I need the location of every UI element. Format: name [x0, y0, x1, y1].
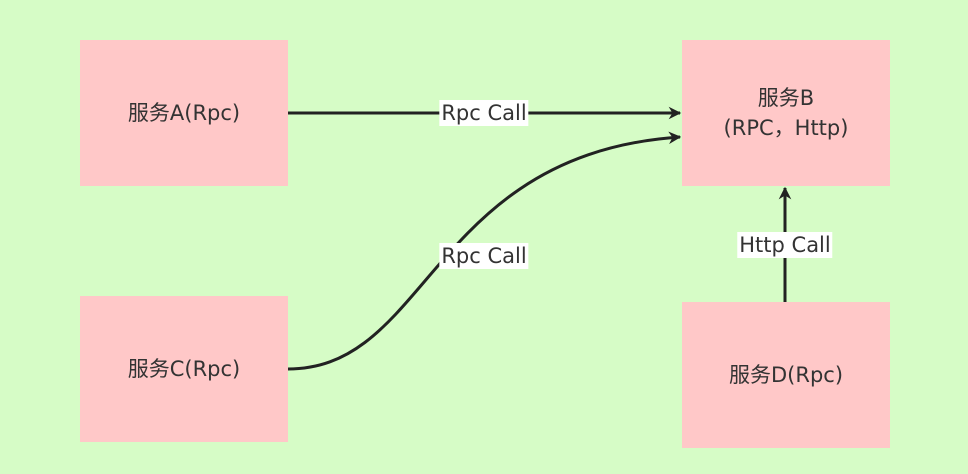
service-d-label: 服务D(Rpc) [728, 363, 844, 387]
edge-label-a-to-b: Rpc Call [439, 100, 529, 126]
service-d-node: 服务D(Rpc) [682, 302, 890, 448]
service-b-node: 服务B (RPC，Http) [682, 40, 890, 186]
service-c-label: 服务C(Rpc) [127, 357, 241, 381]
service-c-node: 服务C(Rpc) [80, 296, 288, 442]
service-b-name: 服务B [757, 86, 815, 110]
service-b-protocols: (RPC，Http) [723, 116, 849, 140]
edge-label-d-to-b: Http Call [737, 232, 833, 258]
edge-label-c-to-b: Rpc Call [439, 243, 529, 269]
service-a-label: 服务A(Rpc) [127, 101, 241, 125]
service-a-node: 服务A(Rpc) [80, 40, 288, 186]
